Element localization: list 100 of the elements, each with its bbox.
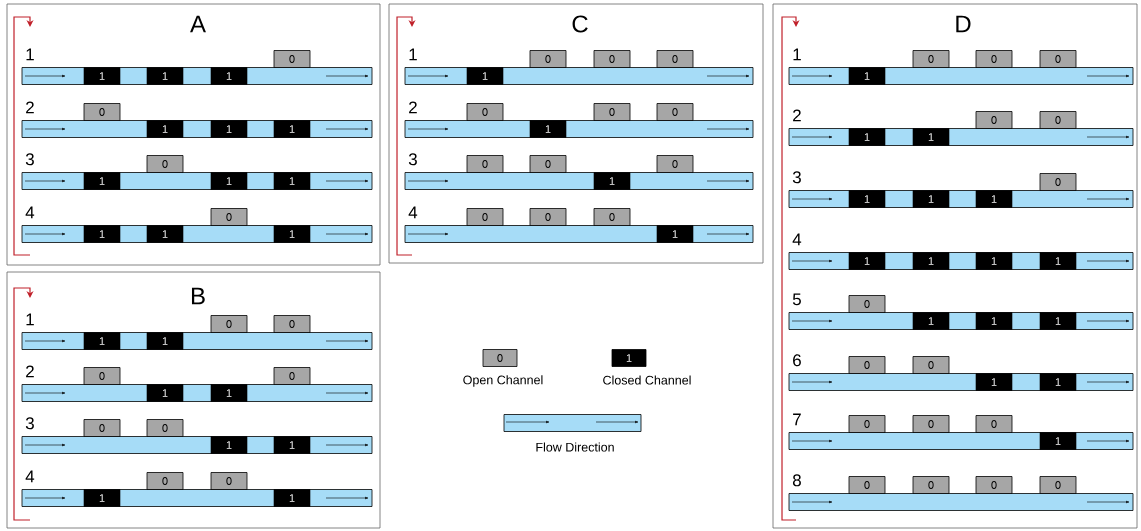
row-number: 4 <box>408 206 418 219</box>
open-valve: 0 <box>593 103 631 121</box>
open-valve: 0 <box>975 50 1013 68</box>
open-valve: 0 <box>848 415 886 433</box>
open-valve: 0 <box>975 415 1013 433</box>
open-valve: 0 <box>466 155 504 173</box>
open-valve: 0 <box>466 208 504 226</box>
closed-valve: 1 <box>146 225 184 243</box>
open-valve: 0 <box>210 208 248 226</box>
closed-valve: 1 <box>273 120 311 138</box>
open-valve: 0 <box>273 315 311 333</box>
closed-valve: 1 <box>1039 252 1077 270</box>
row-number: 8 <box>792 474 801 487</box>
open-valve: 0 <box>593 208 631 226</box>
channel-bar <box>788 493 1134 511</box>
open-valve: 0 <box>529 155 567 173</box>
row-number: 2 <box>26 101 34 114</box>
closed-valve: 1 <box>83 489 121 507</box>
open-valve: 0 <box>210 315 248 333</box>
closed-valve: 1 <box>593 172 631 190</box>
row-number: 4 <box>25 206 35 219</box>
open-valve: 0 <box>656 50 694 68</box>
closed-valve: 1 <box>210 67 248 85</box>
closed-valve: 1 <box>273 225 311 243</box>
closed-valve: 1 <box>83 332 121 350</box>
open-valve: 0 <box>912 476 950 494</box>
row-number: 4 <box>792 233 802 246</box>
open-valve: 0 <box>1039 476 1077 494</box>
closed-valve: 1 <box>975 373 1013 391</box>
open-valve: 0 <box>912 356 950 374</box>
open-valve: 0 <box>83 419 121 437</box>
open-valve: 0 <box>656 103 694 121</box>
closed-valve: 1 <box>466 67 504 85</box>
open-valve: 0 <box>83 367 121 385</box>
closed-valve: 1 <box>146 384 184 402</box>
closed-valve: 1 <box>1039 312 1077 330</box>
closed-valve: 1 <box>146 67 184 85</box>
closed-valve: 1 <box>975 252 1013 270</box>
open-valve: 0 <box>912 415 950 433</box>
closed-valve: 1 <box>912 128 950 146</box>
open-valve: 0 <box>1039 111 1077 129</box>
row-number: 2 <box>26 365 34 378</box>
closed-valve: 1 <box>912 312 950 330</box>
open-valve: 0 <box>593 50 631 68</box>
closed-valve: 1 <box>912 190 950 208</box>
closed-valve: 1 <box>210 120 248 138</box>
closed-valve: 1 <box>975 190 1013 208</box>
row-number: 4 <box>25 470 35 483</box>
closed-valve: 1 <box>656 225 694 243</box>
row-number: 3 <box>408 153 417 166</box>
row-number: 3 <box>25 417 34 430</box>
closed-valve: 1 <box>848 128 886 146</box>
closed-valve: 1 <box>273 489 311 507</box>
row-number: 3 <box>25 153 34 166</box>
open-valve: 0 <box>529 50 567 68</box>
open-valve: 0 <box>210 472 248 490</box>
open-valve: 0 <box>656 155 694 173</box>
closed-valve: 1 <box>83 172 121 190</box>
closed-valve: 1 <box>273 172 311 190</box>
open-valve: 0 <box>273 367 311 385</box>
open-valve: 0 <box>146 155 184 173</box>
open-valve: 0 <box>848 295 886 313</box>
open-valve: 0 <box>1039 173 1077 191</box>
closed-valve: 1 <box>83 225 121 243</box>
closed-valve: 1 <box>848 190 886 208</box>
row-number: 1 <box>409 48 417 61</box>
legend-text: Flow Direction <box>536 442 614 452</box>
closed-valve: 1 <box>1039 432 1077 450</box>
open-valve: 0 <box>529 208 567 226</box>
open-valve: 0 <box>912 50 950 68</box>
row-number: 1 <box>26 48 34 61</box>
closed-valve: 1 <box>146 332 184 350</box>
open-valve: 0 <box>146 472 184 490</box>
open-valve: 0 <box>848 356 886 374</box>
closed-valve: 1 <box>273 436 311 454</box>
row-number: 1 <box>793 48 801 61</box>
row-number: 1 <box>26 313 34 326</box>
closed-valve: 1 <box>146 120 184 138</box>
closed-valve: 1 <box>210 384 248 402</box>
open-valve: 0 <box>83 103 121 121</box>
open-valve: 0 <box>975 476 1013 494</box>
open-valve: 0 <box>273 50 311 68</box>
row-number: 7 <box>793 413 801 426</box>
open-valve: 0 <box>848 476 886 494</box>
legend-text: Closed Channel <box>603 375 691 385</box>
closed-valve: 1 <box>210 172 248 190</box>
row-number: 2 <box>409 101 417 114</box>
row-number: 6 <box>793 354 801 367</box>
closed-valve: 1 <box>1039 373 1077 391</box>
closed-valve: 1 <box>83 67 121 85</box>
closed-valve: 1 <box>912 252 950 270</box>
open-valve: 0 <box>1039 50 1077 68</box>
open-valve: 0 <box>975 111 1013 129</box>
closed-valve: 1 <box>848 252 886 270</box>
closed-valve: 1 <box>848 67 886 85</box>
legend-text: Open Channel <box>463 375 543 387</box>
closed-valve: 1 <box>529 120 567 138</box>
row-number: 5 <box>792 293 801 306</box>
open-valve: 0 <box>466 103 504 121</box>
closed-valve: 1 <box>975 312 1013 330</box>
